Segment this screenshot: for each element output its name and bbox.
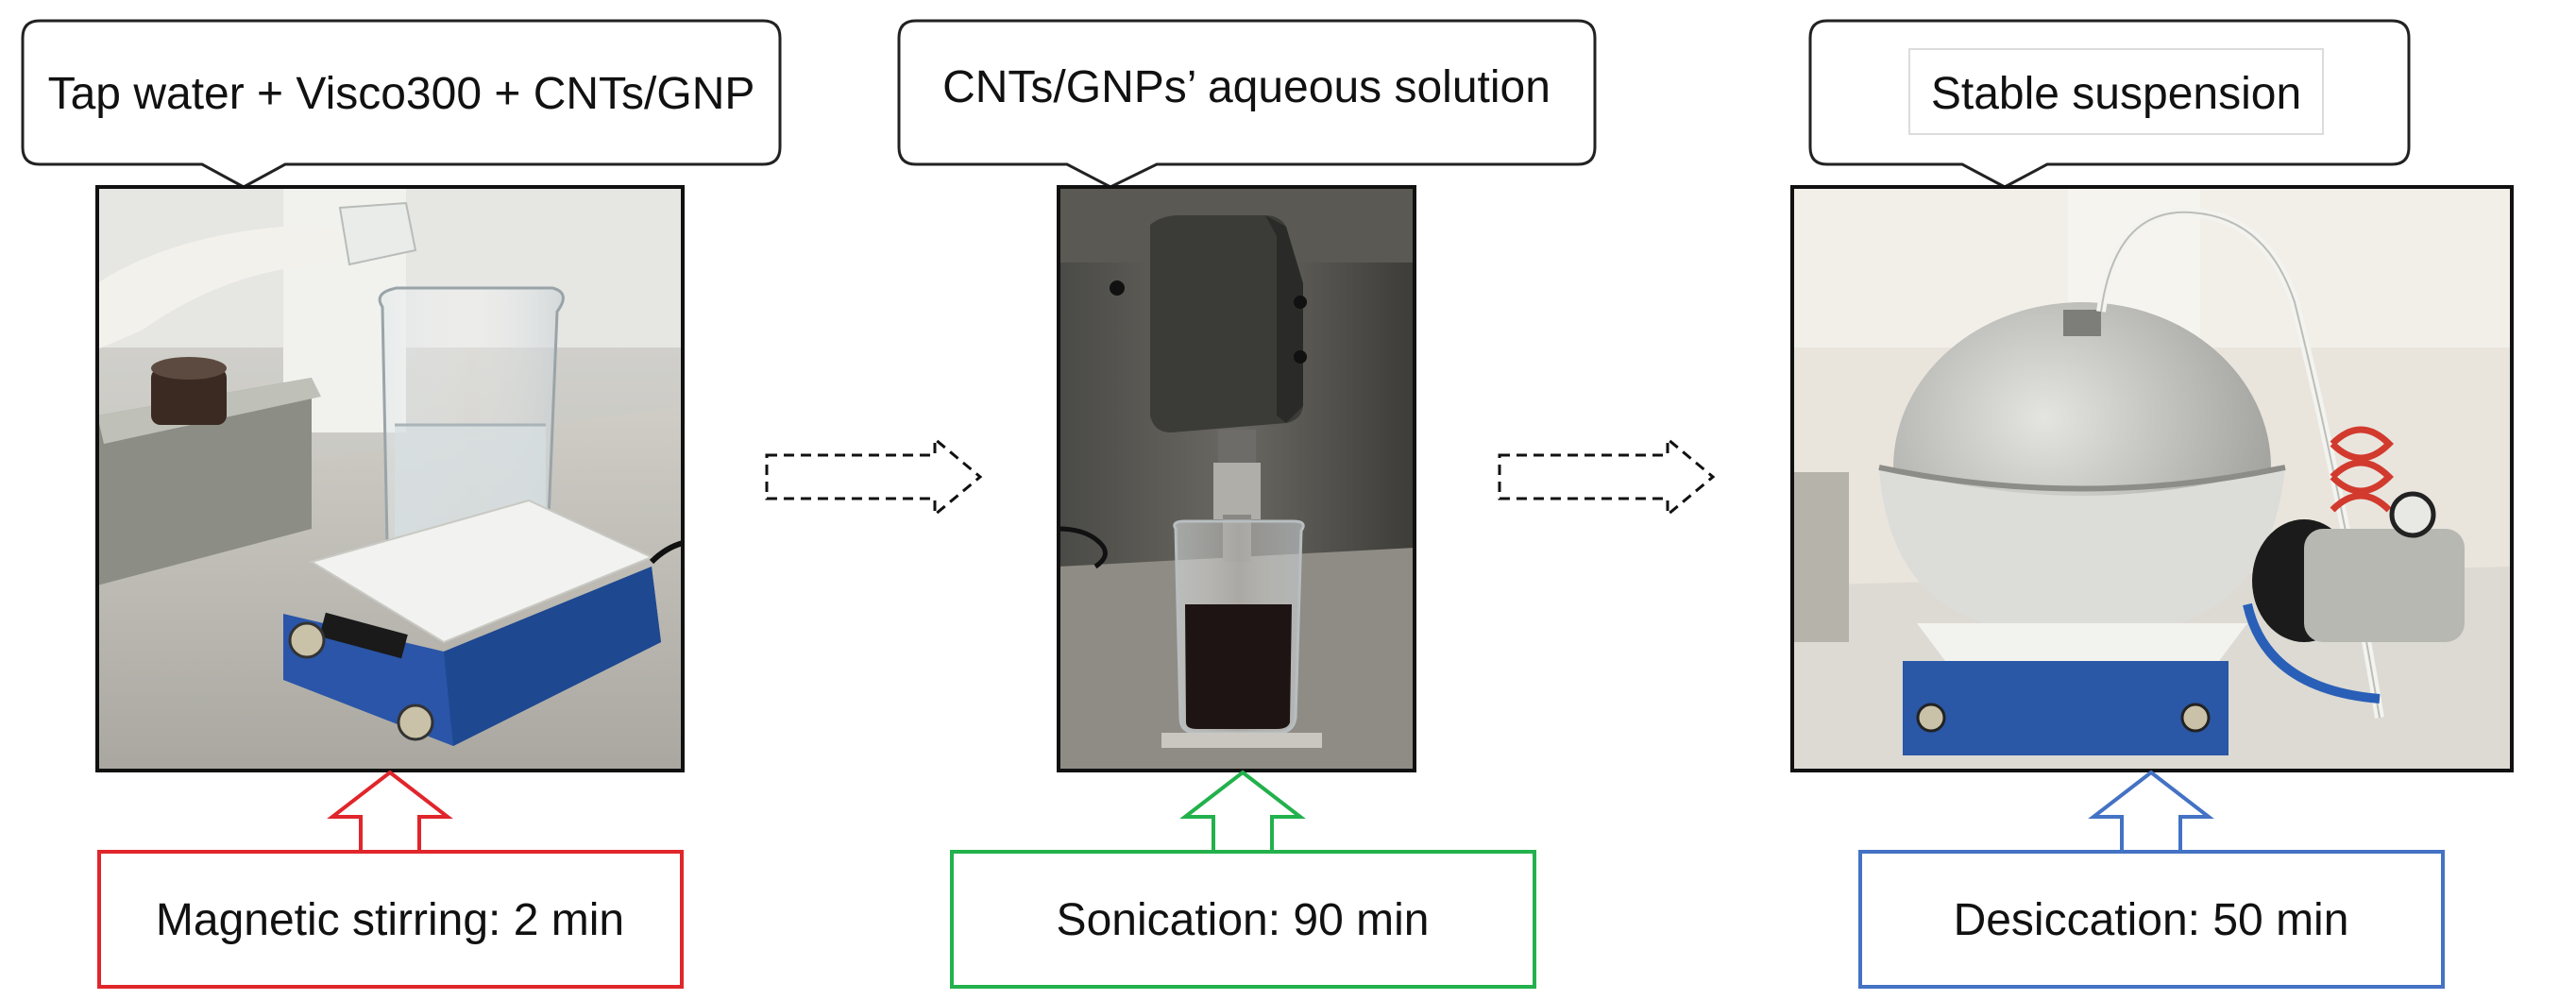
magnetic-stirrer-photo: [95, 185, 685, 772]
dashed-arrow-2: [1498, 435, 1716, 518]
label-text-1: Magnetic stirring: 2 min: [156, 895, 624, 945]
callout-text-1: Tap water + Visco300 + CNTs/GNP: [48, 69, 755, 119]
label-box-2: [950, 850, 1536, 989]
step-1: Tap water + Visco300 + CNTs/GNP: [21, 19, 782, 989]
step-2: CNTs/GNPs’ aqueous solution: [897, 19, 1597, 989]
label-text-3: Desiccation: 50 min: [1954, 895, 2349, 945]
label-text-2: Sonication: 90 min: [1057, 895, 1430, 945]
callout-bubble-1: [21, 19, 782, 189]
label-box-1: [97, 850, 684, 989]
up-arrow-2: [1179, 770, 1306, 854]
step-3: Stable suspension: [1790, 19, 2514, 989]
callout-bubble-2: [897, 19, 1597, 189]
up-arrow-3: [2088, 770, 2214, 854]
desiccator-photo: [1790, 185, 2514, 772]
label-box-3: [1858, 850, 2445, 989]
sonicator-photo: [1057, 185, 1416, 772]
up-arrow-1: [327, 770, 453, 854]
callout-text-3: Stable suspension: [1931, 69, 2301, 119]
dashed-arrow-1: [765, 435, 983, 518]
callout-text-2: CNTs/GNPs’ aqueous solution: [942, 62, 1551, 112]
